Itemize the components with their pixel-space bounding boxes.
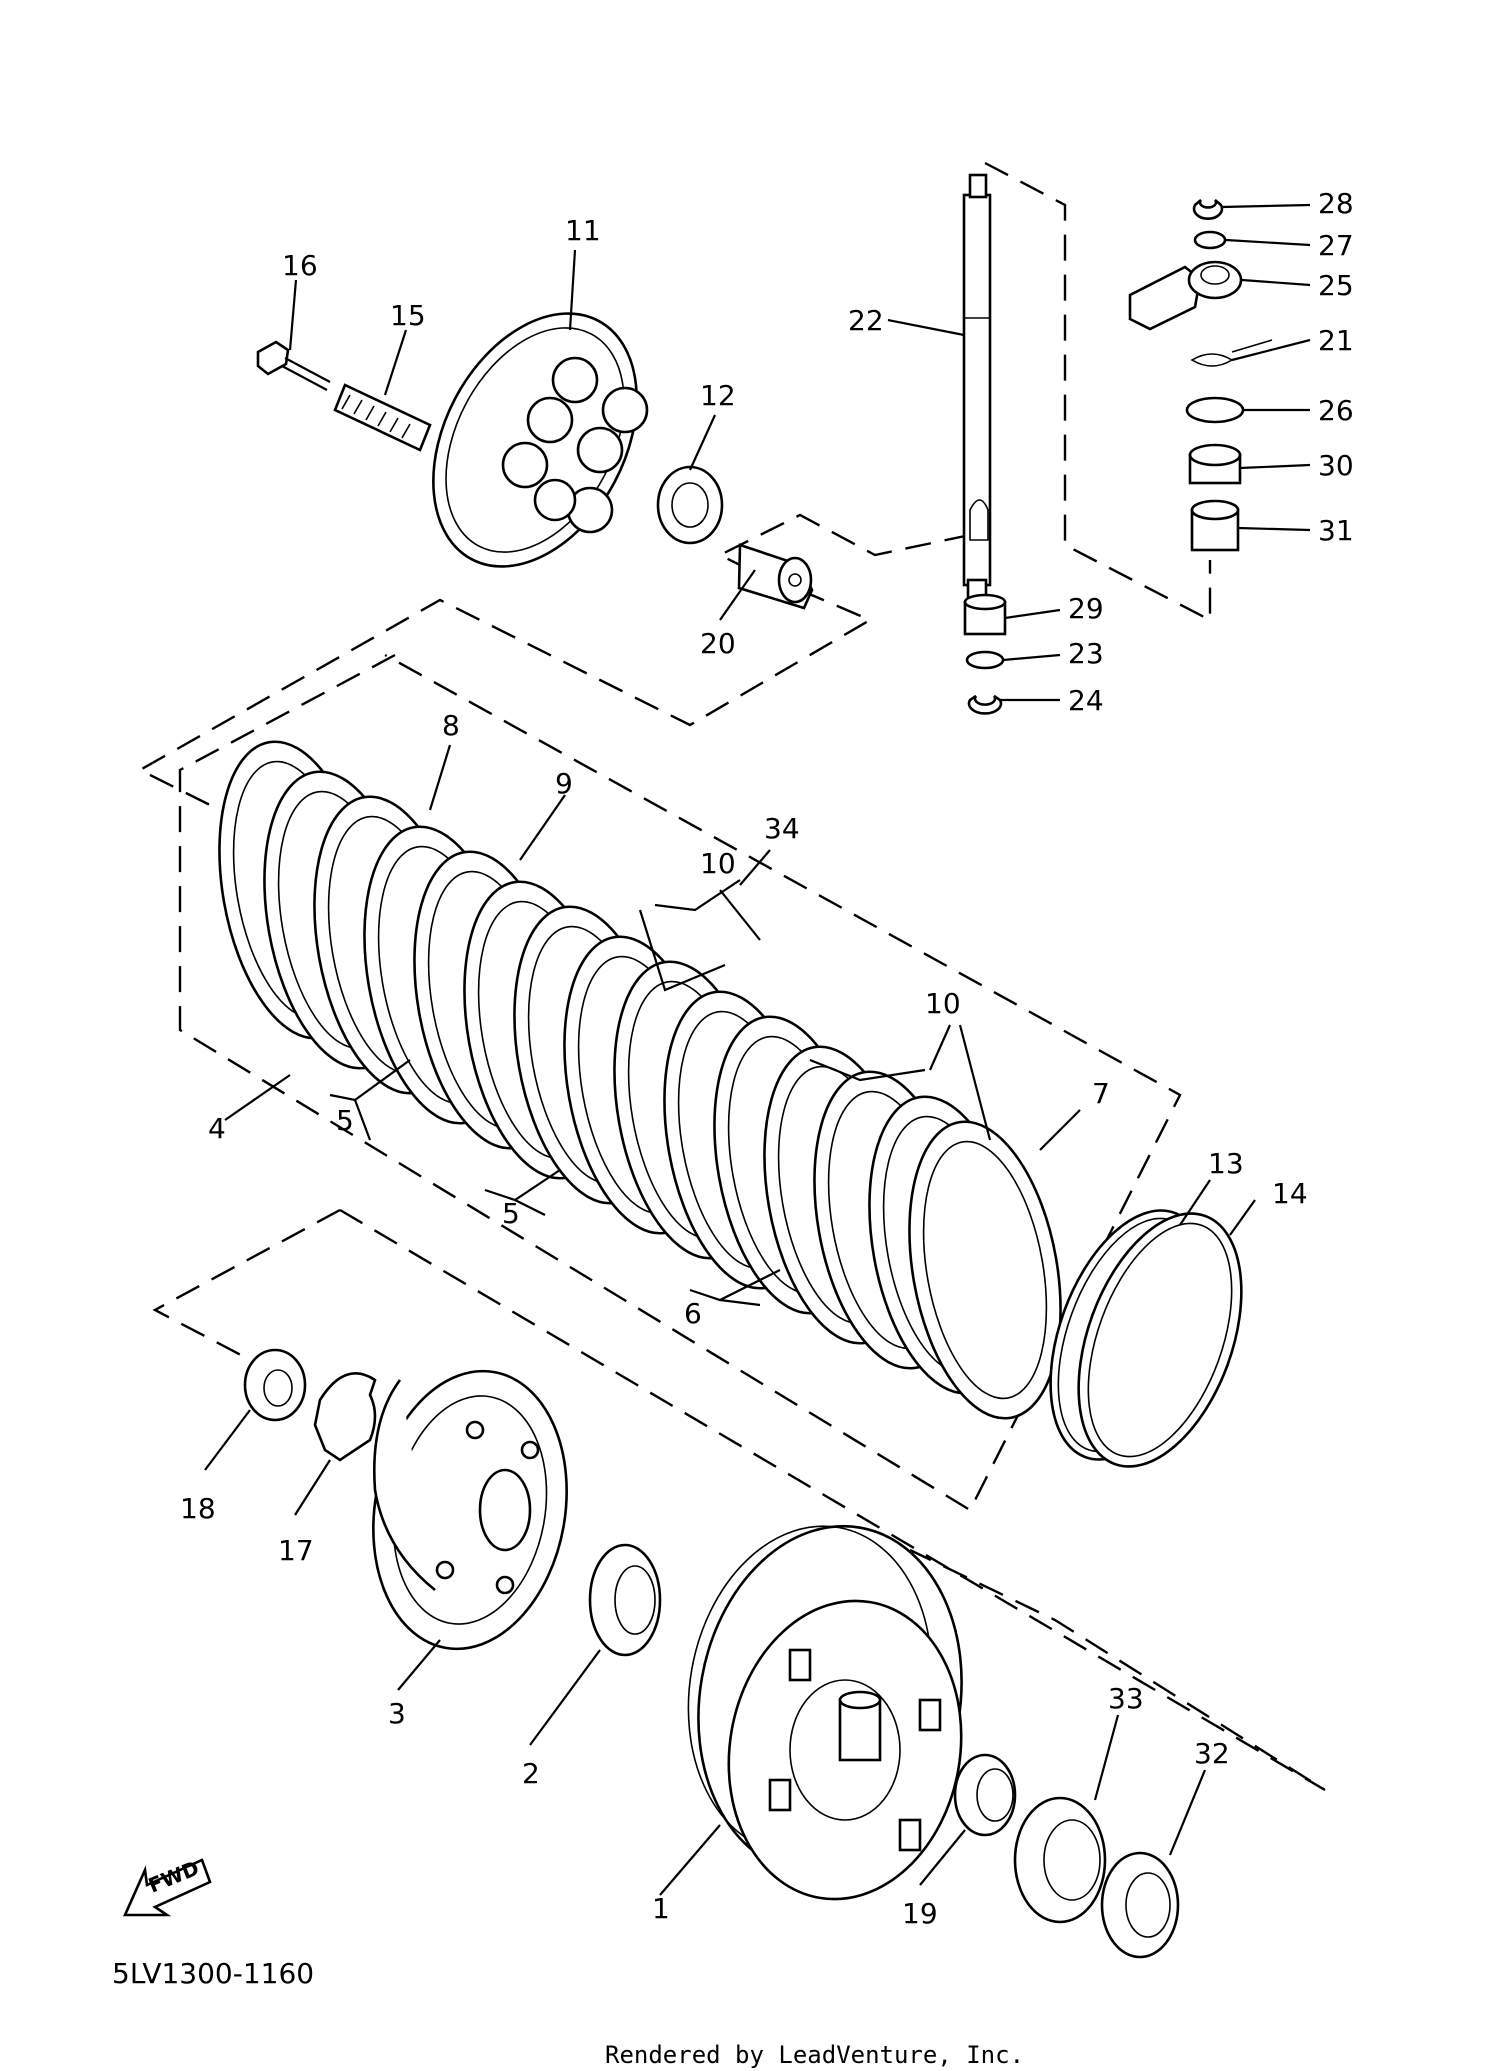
callout-22: 22 [848, 304, 884, 337]
callout-9: 9 [555, 767, 573, 800]
collar-2 [588, 1543, 662, 1657]
clutch-boss-3 [372, 1369, 568, 1651]
callout-15: 15 [390, 299, 426, 332]
spring-21 [1190, 339, 1273, 367]
washer-27 [1193, 230, 1227, 250]
callout-11: 11 [565, 214, 601, 247]
bearing-12 [656, 465, 724, 545]
callout-10-lower: 10 [925, 987, 961, 1020]
fwd-arrow-icon: FWD [122, 1856, 212, 1917]
callout-16: 16 [282, 249, 318, 282]
callout-21: 21 [1318, 324, 1354, 357]
callout-2: 2 [522, 1757, 540, 1790]
callout-5-right: 5 [502, 1197, 520, 1230]
clutch-plate-stack [218, 740, 1062, 1420]
callout-31: 31 [1318, 514, 1354, 547]
callout-34: 34 [764, 812, 800, 845]
needle-bearing-29 [963, 593, 1007, 636]
callout-20: 20 [700, 627, 736, 660]
callout-3: 3 [388, 1697, 406, 1730]
callout-13: 13 [1208, 1147, 1244, 1180]
callout-29: 29 [1068, 592, 1104, 625]
bearing-31 [1190, 499, 1240, 552]
bearing-30 [1188, 443, 1242, 485]
callout-27: 27 [1318, 229, 1354, 262]
callout-7: 7 [1092, 1077, 1110, 1110]
callout-26: 26 [1318, 394, 1354, 427]
ring-14 [1077, 1212, 1243, 1468]
diagram-code: 5LV1300-1160 [112, 1957, 314, 1990]
callout-30: 30 [1318, 449, 1354, 482]
callout-numbers: 1 2 3 4 5 5 6 7 8 9 10 10 11 12 13 14 15… [180, 187, 1354, 1930]
washer-32 [1100, 1851, 1180, 1959]
callout-5-left: 5 [336, 1104, 354, 1137]
needle-bearing-19 [953, 1753, 1017, 1837]
pressure-plate-11 [432, 312, 649, 568]
render-credit: Rendered by LeadVenture, Inc. [605, 2041, 1024, 2069]
callout-28: 28 [1318, 187, 1354, 220]
push-lever-shaft [962, 173, 992, 602]
assembly-guide-lines [137, 161, 1326, 1792]
callout-18: 18 [180, 1492, 216, 1525]
gear-33 [1013, 1796, 1107, 1924]
spring-15 [333, 383, 432, 452]
callout-25: 25 [1318, 269, 1354, 302]
callout-12: 12 [700, 379, 736, 412]
circlip-24 [967, 694, 1003, 715]
leader-lines [204, 203, 1311, 1896]
circlip-28 [1192, 199, 1224, 221]
bolt-16 [256, 340, 331, 391]
nut-18 [243, 1348, 307, 1422]
washer-26 [1185, 396, 1245, 424]
callout-6: 6 [684, 1297, 702, 1330]
callout-23: 23 [1068, 637, 1104, 670]
callout-1: 1 [652, 1892, 670, 1925]
callout-24: 24 [1068, 684, 1104, 717]
callout-33: 33 [1108, 1682, 1144, 1715]
lever-25 [1128, 260, 1243, 331]
callout-17: 17 [278, 1534, 314, 1567]
washer-23 [965, 650, 1005, 670]
callout-4: 4 [208, 1112, 226, 1145]
callout-14: 14 [1272, 1177, 1308, 1210]
callout-10-top: 10 [700, 847, 736, 880]
push-rod-20 [737, 543, 814, 610]
lock-washer-17 [313, 1372, 377, 1462]
clutch-housing-1 [687, 1524, 963, 1901]
callout-32: 32 [1194, 1737, 1230, 1770]
callout-19: 19 [902, 1897, 938, 1930]
callout-8: 8 [442, 709, 460, 742]
